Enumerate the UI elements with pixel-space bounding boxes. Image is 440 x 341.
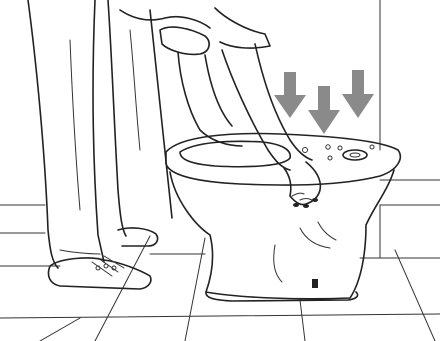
toilet-bowl	[166, 134, 400, 301]
down-arrow-icon	[308, 86, 340, 134]
standing-person	[28, 0, 172, 289]
down-arrow-icon	[342, 70, 374, 118]
tiled-wall	[0, 0, 440, 258]
down-arrow-icon	[274, 72, 306, 118]
press-down-arrows	[274, 70, 374, 134]
tiled-floor	[0, 236, 440, 341]
